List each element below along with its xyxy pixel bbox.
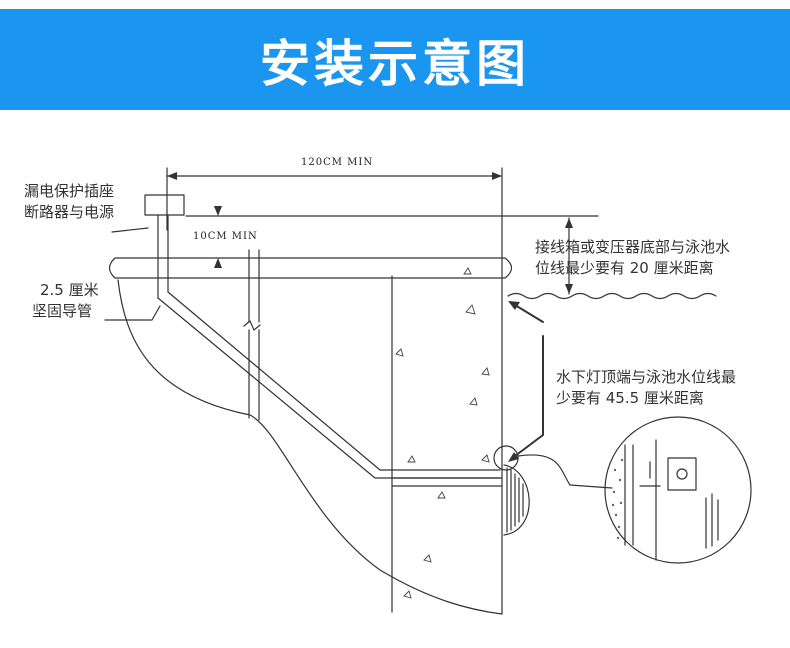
conduit-diagonal (157, 297, 501, 479)
arrow-right-top (565, 218, 573, 228)
light-grille (506, 467, 524, 533)
arrow-dim-left (167, 172, 177, 180)
dimension-vertical-min: 10CM MIN (190, 231, 261, 242)
conduit-label-line-1: 2.5 厘米 (40, 281, 99, 299)
arrow-dim-right (492, 172, 502, 180)
arrow-10cm-top (214, 206, 222, 216)
junction-box-label-line-2: 位线最少要有 20 厘米距离 (535, 259, 714, 277)
arrow-right-bottom (565, 284, 573, 294)
water-surface (507, 292, 717, 300)
leader-outlet (111, 227, 149, 233)
light-housing (503, 464, 530, 536)
deck-slab (108, 257, 513, 279)
leader-junction (514, 304, 544, 323)
power-outlet-label-line-1: 漏电保护插座 (24, 182, 115, 200)
arrow-junction (508, 301, 520, 310)
detail-screw-hole (676, 468, 688, 480)
detail-plate (667, 457, 697, 491)
conduit-label-line-2: 坚固导管 (32, 302, 93, 320)
light-top-label: 水下灯顶端与泳池水位线最 少要有 45.5 厘米距离 (556, 367, 736, 409)
conduit-diagonal-2 (167, 291, 501, 471)
title-banner: 安装示意图 (0, 9, 790, 110)
detail-light-grille (705, 493, 719, 549)
pipe-break (243, 320, 261, 331)
page-title: 安装示意图 (260, 34, 530, 93)
arrow-light (508, 452, 519, 462)
light-top-label-line-1: 水下灯顶端与泳池水位线最 (556, 368, 737, 386)
junction-box-label: 接线箱或变压器底部与泳池水 位线最少要有 20 厘米距离 (535, 237, 730, 279)
leader-light (514, 335, 544, 457)
junction-box (144, 194, 185, 216)
power-outlet-label: 漏电保护插座 断路器与电源 (24, 181, 114, 223)
detail-leader (517, 454, 613, 489)
dimension-horizontal-min: 120CM MIN (298, 157, 377, 168)
junction-box-label-line-1: 接线箱或变压器底部与泳池水 (535, 238, 731, 256)
detail-circle (604, 416, 752, 564)
arrow-10cm-bottom (214, 258, 222, 268)
power-outlet-label-line-2: 断路器与电源 (24, 203, 115, 221)
leader-conduit (104, 305, 161, 321)
detail-screw (639, 461, 661, 487)
conduit-label: 2.5 厘米 坚固导管 (32, 280, 99, 322)
soil-outline (117, 279, 503, 615)
light-top-label-line-2: 少要有 45.5 厘米距离 (556, 389, 704, 407)
